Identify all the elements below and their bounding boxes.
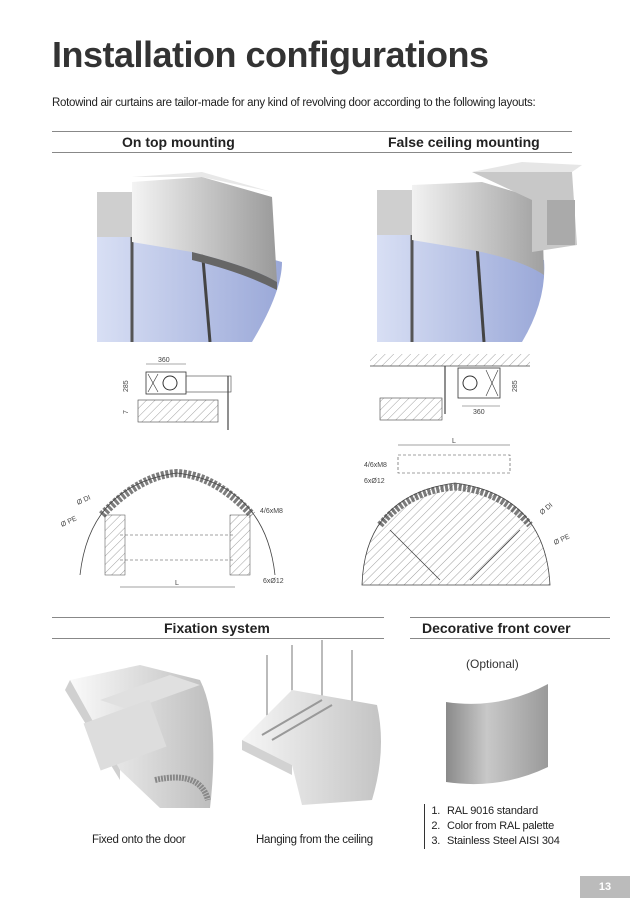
fixed-onto-door-photo <box>65 665 214 808</box>
dim-label-left-gap: 7 <box>123 410 130 414</box>
section-title-decorative: Decorative front cover <box>422 620 571 636</box>
caption-hanging: Hanging from the ceiling <box>256 834 373 846</box>
dim-label-left-width: 360 <box>158 357 170 364</box>
cover-option-item: Color from RAL palette <box>443 819 560 834</box>
cover-option-item: Stainless Steel AISI 304 <box>443 834 560 849</box>
plan-left-holes-label: 6xØ12 <box>263 578 284 585</box>
dim-label-right-width: 360 <box>473 409 485 416</box>
plan-right-pe-label: Ø PE <box>553 533 571 547</box>
decorative-front-cover-photo <box>446 684 548 785</box>
section-title-on-top: On top mounting <box>122 134 235 150</box>
hanging-from-ceiling-photo <box>242 640 381 805</box>
cover-option-item: RAL 9016 standard <box>443 804 560 819</box>
on-top-plan-diagram: L Ø DI Ø PE 4/6xM8 6xØ12 <box>60 468 284 588</box>
dim-label-right-height: 285 <box>512 380 519 392</box>
plan-left-pe-label: Ø PE <box>60 515 78 529</box>
plan-right-di-label: Ø DI <box>539 502 555 517</box>
page-subtitle: Rotowind air curtains are tailor-made fo… <box>52 97 536 109</box>
plan-right-l-label: L <box>452 438 456 445</box>
plan-left-m8-label: 4/6xM8 <box>260 508 283 515</box>
section-header-fixation: Fixation system <box>52 617 384 639</box>
section-title-false-ceiling: False ceiling mounting <box>388 134 540 150</box>
section-header-decorative: Decorative front cover <box>410 617 610 639</box>
page-title: Installation configurations <box>52 34 489 75</box>
cover-options-list: RAL 9016 standard Color from RAL palette… <box>424 804 560 849</box>
dim-label-left-height: 285 <box>123 380 130 392</box>
plan-left-di-label: Ø DI <box>76 494 92 506</box>
section-title-fixation: Fixation system <box>164 620 270 636</box>
on-top-section-diagram: 360 285 7 <box>123 357 232 430</box>
on-top-mounting-photo <box>97 172 282 342</box>
plan-right-holes-label: 6xØ12 <box>364 478 385 485</box>
plan-right-m8-label: 4/6xM8 <box>364 462 387 469</box>
false-ceiling-section-diagram: 360 285 <box>370 354 530 421</box>
section-header-on-top: On top mounting False ceiling mounting <box>52 131 572 153</box>
optional-label: (Optional) <box>466 657 519 671</box>
caption-fixed-door: Fixed onto the door <box>92 834 186 846</box>
false-ceiling-mounting-photo <box>377 162 582 342</box>
plan-left-l-label: L <box>175 580 179 587</box>
page-number: 13 <box>580 876 630 898</box>
false-ceiling-plan-diagram: L 4/6xM8 6xØ12 Ø DI Ø PE <box>361 438 571 586</box>
